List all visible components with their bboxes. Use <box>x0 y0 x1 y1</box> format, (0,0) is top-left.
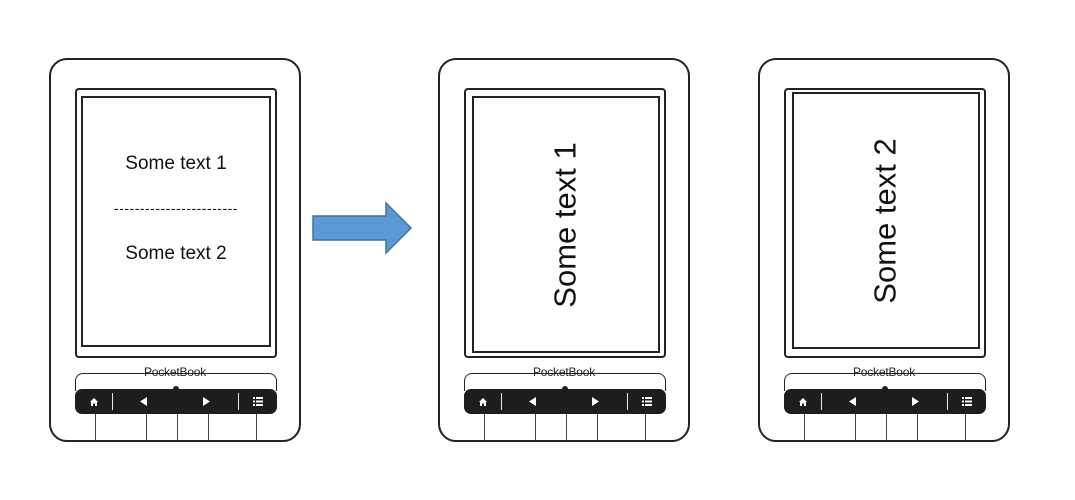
button-bracket <box>75 373 277 391</box>
button-bracket <box>464 373 666 391</box>
home-button[interactable] <box>75 389 112 414</box>
prev-page-button[interactable] <box>822 389 884 414</box>
arrow-shape <box>312 201 413 255</box>
next-page-button[interactable] <box>175 389 237 414</box>
home-button[interactable] <box>784 389 821 414</box>
page-divider: ------------------------ <box>114 200 238 216</box>
menu-icon <box>642 397 652 406</box>
case-line <box>535 414 536 440</box>
rotated-screen-text: Some text 1 <box>547 141 583 308</box>
screen-frame <box>75 88 277 358</box>
ereader-device-1: Some text 1 ------------------------ Som… <box>49 58 301 442</box>
brand-logo: PocketBook <box>532 365 596 379</box>
ereader-device-3: Some text 2 PocketBook <box>758 58 1010 442</box>
right-arrow-icon <box>312 201 413 255</box>
case-line <box>804 414 805 440</box>
case-line <box>965 414 966 440</box>
screen-frame <box>784 88 986 358</box>
next-icon <box>203 397 210 406</box>
case-line <box>645 414 646 440</box>
home-icon <box>798 397 807 406</box>
button-bar <box>75 389 277 414</box>
menu-icon <box>962 397 972 406</box>
next-icon <box>592 397 599 406</box>
button-separator <box>821 393 822 410</box>
button-bracket <box>784 373 986 391</box>
rotated-wrap: Some text 1 <box>474 98 658 351</box>
prev-page-button[interactable] <box>502 389 564 414</box>
rotated-wrap: Some text 2 <box>794 94 978 347</box>
screen-frame <box>464 88 666 358</box>
screen-text-bottom: Some text 2 <box>125 243 227 264</box>
home-icon <box>89 397 98 406</box>
screen: Some text 2 <box>792 92 980 349</box>
case-line <box>177 414 178 440</box>
case-line <box>146 414 147 440</box>
case-line <box>855 414 856 440</box>
case-line <box>256 414 257 440</box>
menu-button[interactable] <box>239 389 277 414</box>
button-separator <box>112 393 113 410</box>
prev-icon <box>140 397 147 406</box>
case-line <box>566 414 567 440</box>
brand-logo: PocketBook <box>143 365 207 379</box>
button-bar <box>784 389 986 414</box>
next-icon <box>912 397 919 406</box>
case-line <box>597 414 598 440</box>
prev-page-button[interactable] <box>113 389 175 414</box>
case-line <box>484 414 485 440</box>
home-button[interactable] <box>464 389 501 414</box>
home-icon <box>478 397 487 406</box>
case-line <box>917 414 918 440</box>
menu-button[interactable] <box>628 389 666 414</box>
next-page-button[interactable] <box>564 389 626 414</box>
case-line <box>886 414 887 440</box>
menu-button[interactable] <box>948 389 986 414</box>
menu-icon <box>253 397 263 406</box>
button-separator <box>238 393 239 410</box>
case-line <box>95 414 96 440</box>
button-bar <box>464 389 666 414</box>
screen: Some text 1 ------------------------ Som… <box>81 96 271 347</box>
case-line <box>208 414 209 440</box>
next-page-button[interactable] <box>884 389 946 414</box>
rotated-screen-text: Some text 2 <box>867 137 903 304</box>
button-separator <box>947 393 948 410</box>
screen-text-top: Some text 1 <box>125 153 227 174</box>
prev-icon <box>529 397 536 406</box>
screen: Some text 1 <box>472 96 660 353</box>
brand-logo: PocketBook <box>852 365 916 379</box>
ereader-device-2: Some text 1 PocketBook <box>438 58 690 442</box>
button-separator <box>627 393 628 410</box>
prev-icon <box>849 397 856 406</box>
button-separator <box>501 393 502 410</box>
